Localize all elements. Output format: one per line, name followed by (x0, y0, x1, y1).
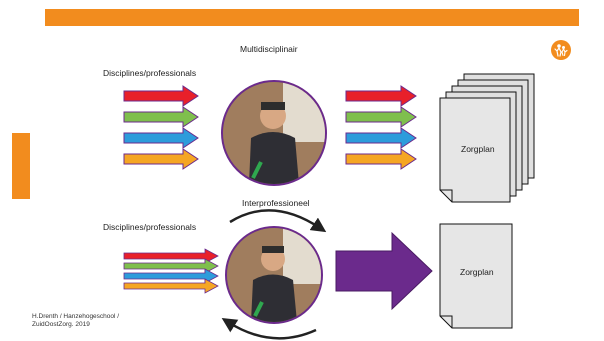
top-accent-bar (45, 9, 579, 26)
arrow-red-in-bottom (123, 248, 219, 264)
disciplines-label-top: Disciplines/professionals (103, 68, 197, 78)
arrow-blue-in-top (123, 127, 199, 149)
arrow-orange-in-top (123, 148, 199, 170)
purple-output-arrow (335, 231, 433, 311)
document-bottom (439, 223, 513, 329)
arrow-orange-in-bottom (123, 278, 219, 294)
resident-photo-top (221, 80, 327, 186)
output-arrows-top (345, 85, 417, 170)
title-multidisciplinair: Multidisciplinair (240, 44, 298, 54)
arrow-red-in-top (123, 85, 199, 107)
zorgplan-label-bottom: Zorgplan (460, 267, 494, 277)
document-front-top (439, 97, 511, 203)
document-stack-top (439, 73, 535, 203)
arrow-orange-out-top (345, 148, 417, 170)
arrow-red-out-top (345, 85, 417, 107)
arrow-green-in-top (123, 106, 199, 128)
people-logo-icon (551, 40, 571, 60)
footer-credit: H.Drenth / Hanzehogeschool / ZuidOostZor… (32, 313, 119, 329)
top-bar-notch (34, 26, 164, 29)
resident-photo-bottom (225, 226, 323, 324)
footer-line-1: H.Drenth / Hanzehogeschool / (32, 313, 120, 320)
arrow-green-out-top (345, 106, 417, 128)
arrow-green-in-bottom (123, 258, 219, 274)
side-accent-bar (12, 133, 30, 199)
title-interprofessioneel: Interprofessioneel (242, 198, 310, 208)
footer-line-2: ZuidOostZorg. 2019 (32, 321, 90, 328)
arrow-blue-out-top (345, 127, 417, 149)
zorgplan-label-top: Zorgplan (461, 144, 495, 154)
disciplines-label-bottom: Disciplines/professionals (103, 222, 197, 232)
arrow-blue-in-bottom (123, 268, 219, 284)
cycle-arrow-top (229, 209, 327, 233)
input-arrows-bottom (123, 248, 219, 294)
input-arrows-top (123, 85, 199, 170)
cycle-arrow-bottom (221, 317, 317, 340)
